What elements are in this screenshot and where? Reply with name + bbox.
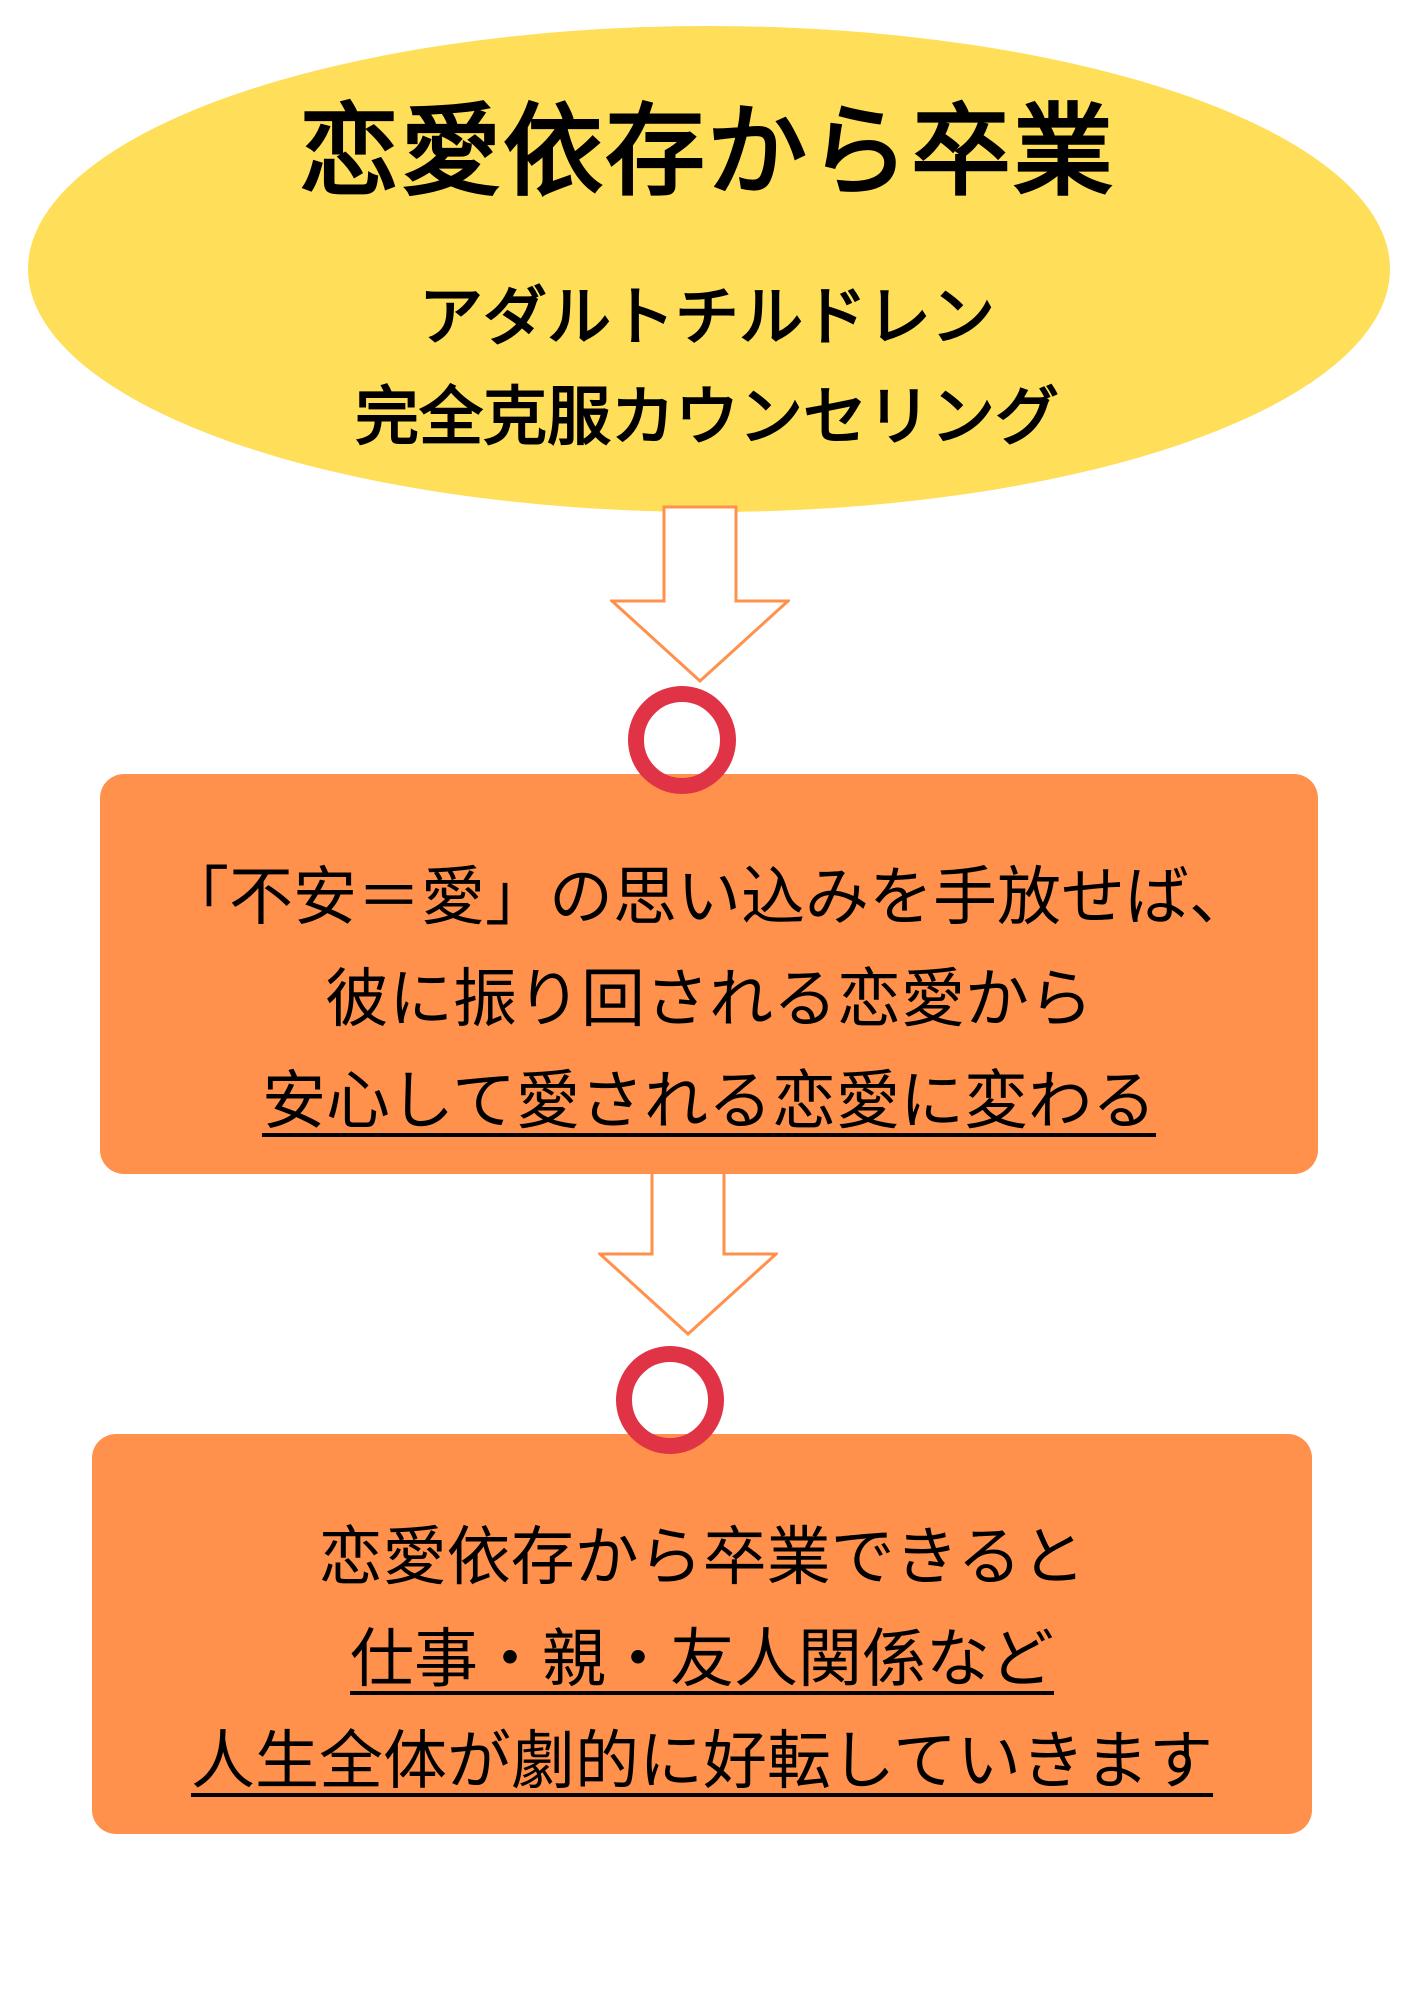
down-arrow-icon [610, 505, 790, 683]
step1-box: 「不安＝愛」の思い込みを手放せば、 彼に振り回される恋愛から 安心して愛される恋… [100, 774, 1318, 1174]
subtitle-line-1: アダルトチルドレン [419, 281, 995, 355]
step1-line-3: 安心して愛される恋愛に変わる [100, 1062, 1318, 1142]
circle-ring-icon [628, 686, 736, 794]
step1-line-2: 彼に振り回される恋愛から [325, 963, 1093, 1037]
step1-line-1: 「不安＝愛」の思い込みを手放せば、 [165, 861, 1253, 935]
step2-line-2: 仕事・親・友人関係など [92, 1620, 1312, 1700]
subtitle-line-2: 完全克服カウンセリング [355, 381, 1059, 455]
step2-line-2-text: 仕事・親・友人関係など [350, 1623, 1054, 1697]
down-arrow-icon [598, 1166, 778, 1336]
step2-line-3: 人生全体が劇的に好転していきます [92, 1722, 1312, 1802]
header-ellipse [28, 26, 1390, 512]
page-title: 恋愛依存から卒業 [299, 93, 1115, 210]
step2-line-1: 恋愛依存から卒業できると [318, 1521, 1086, 1595]
step1-line-3-text: 安心して愛される恋愛に変わる [261, 1065, 1157, 1139]
step2-box: 恋愛依存から卒業できると 仕事・親・友人関係など 人生全体が劇的に好転していきま… [92, 1434, 1312, 1834]
step2-line-3-text: 人生全体が劇的に好転していきます [190, 1725, 1214, 1799]
circle-ring-icon [616, 1346, 724, 1454]
